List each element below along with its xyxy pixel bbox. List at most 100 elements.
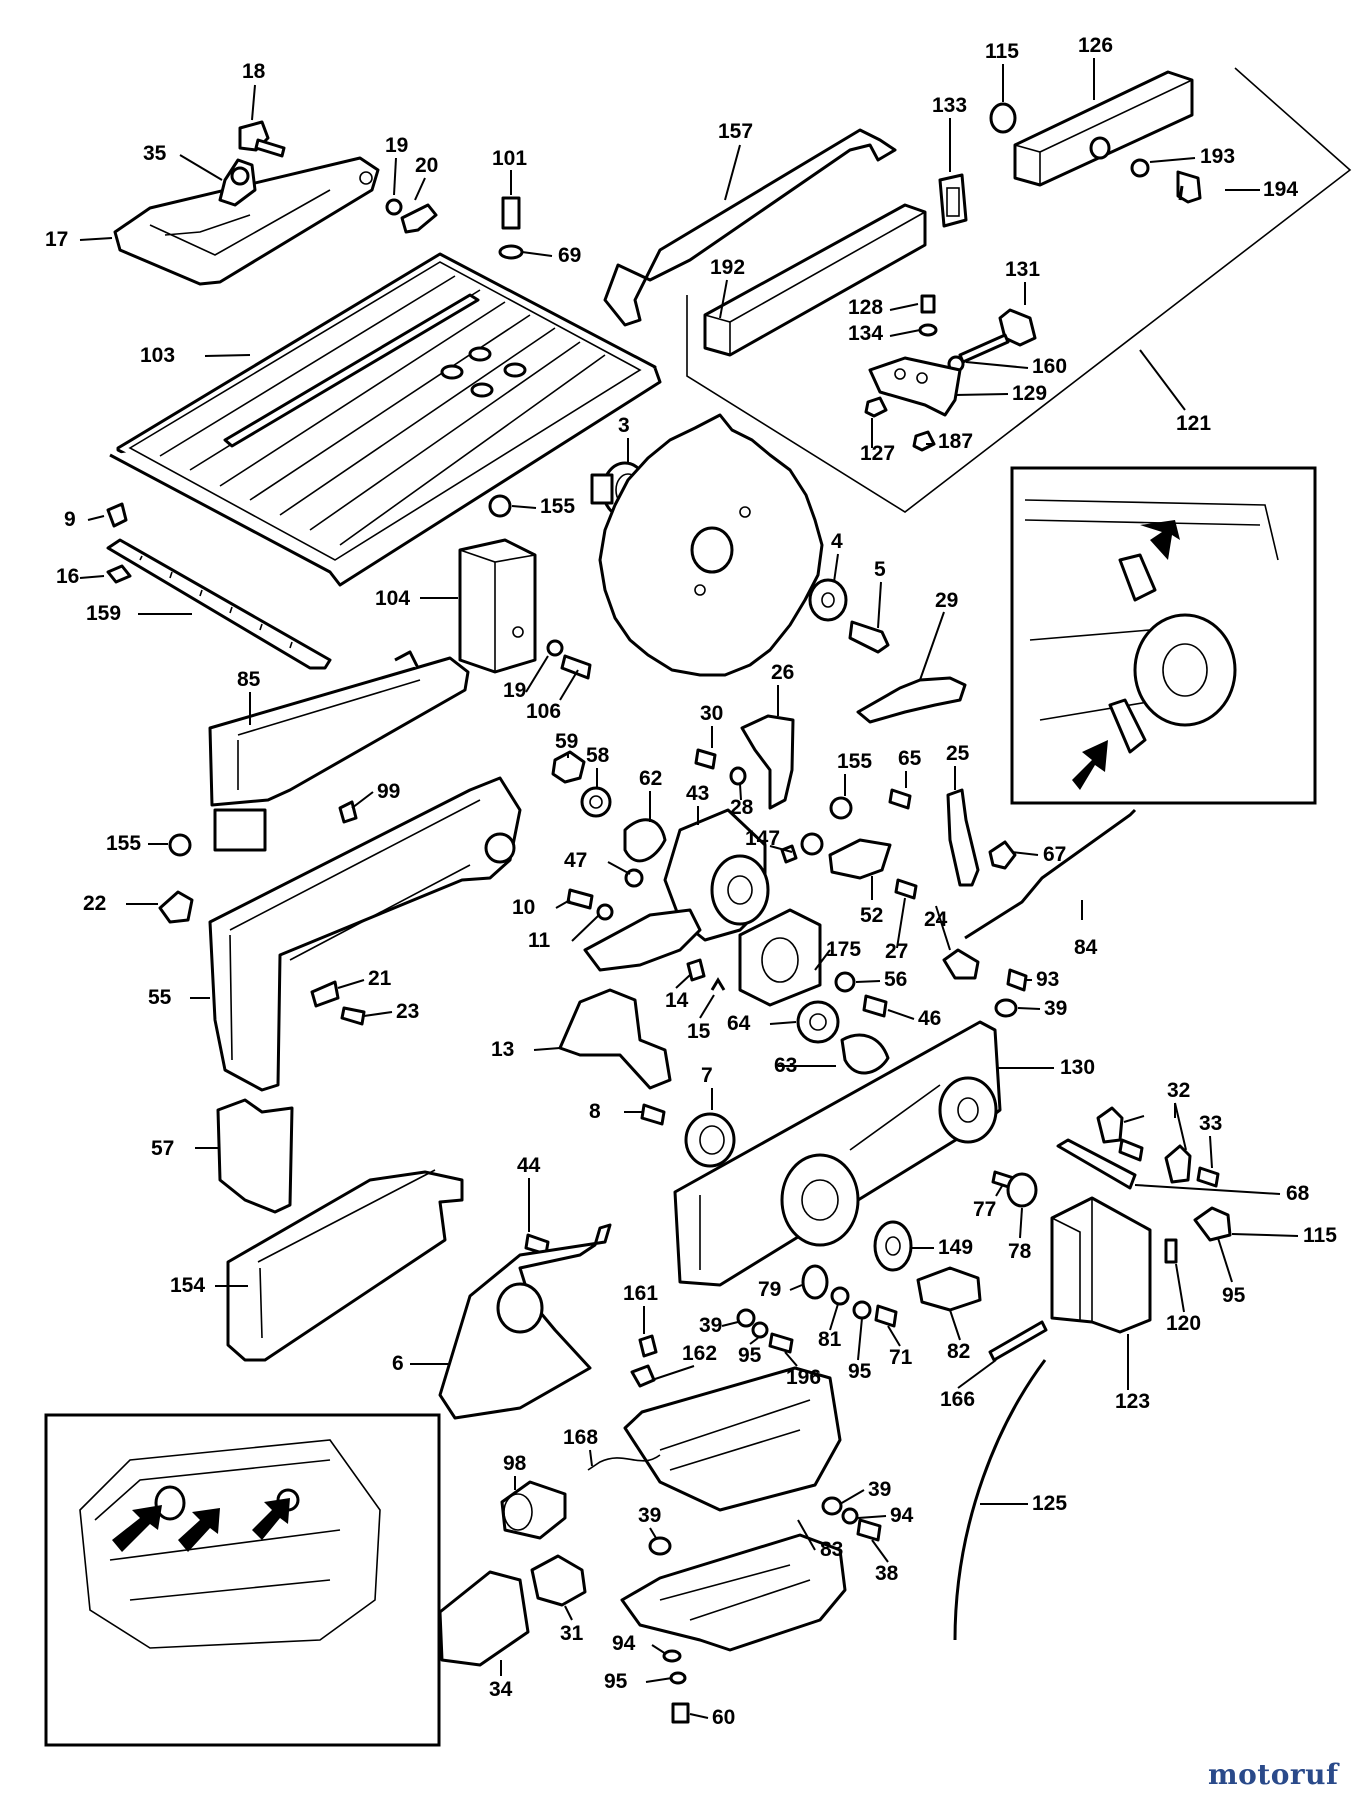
callout-43: 43	[686, 782, 709, 805]
part-outer-flange	[808, 578, 848, 622]
leader-line	[1019, 1207, 1023, 1239]
leader-line	[651, 1365, 695, 1381]
leader-line	[607, 861, 631, 875]
callout-131: 131	[1005, 258, 1040, 281]
callout-16: 16	[56, 565, 79, 588]
callout-19: 19	[385, 134, 408, 157]
leader-line	[887, 1009, 915, 1020]
leader-line	[814, 949, 831, 971]
part-spring	[840, 1033, 890, 1075]
part-screw	[920, 294, 936, 314]
leader-line	[559, 669, 579, 701]
leader-line	[1017, 1007, 1041, 1010]
callout-123: 123	[1115, 1390, 1150, 1413]
arrow-icon	[252, 1498, 290, 1540]
part-power-cable	[953, 1359, 1047, 1641]
part-screw	[640, 1103, 666, 1126]
part-nut	[630, 1364, 656, 1388]
leader-line	[1231, 1233, 1299, 1237]
callout-95: 95	[848, 1360, 872, 1383]
leader-line	[675, 974, 691, 989]
part-washer	[1130, 158, 1150, 178]
leader-line	[571, 915, 599, 942]
part-spring	[988, 840, 1017, 870]
callout-130: 130	[1060, 1056, 1095, 1079]
callout-194: 194	[1263, 178, 1298, 201]
leader-line	[889, 303, 919, 311]
callout-168: 168	[563, 1426, 598, 1449]
part-screw	[874, 1304, 898, 1328]
part-nut	[994, 998, 1018, 1018]
callout-4: 4	[831, 530, 843, 553]
leader-line	[1217, 1237, 1233, 1283]
callout-155: 155	[837, 750, 872, 773]
callout-23: 23	[396, 1000, 419, 1023]
part-washer	[918, 323, 938, 337]
part-washer	[852, 1300, 872, 1320]
part-spring	[623, 818, 667, 863]
callout-95: 95	[738, 1344, 762, 1367]
part-screw	[848, 620, 890, 654]
callout-28: 28	[730, 796, 754, 819]
callout-104: 104	[375, 587, 410, 610]
part-clamp-jaw	[1164, 1144, 1192, 1184]
part-nut	[834, 971, 856, 993]
callout-7: 7	[701, 1064, 713, 1087]
callout-5: 5	[874, 558, 886, 581]
part-screw	[340, 1006, 366, 1026]
part-washer	[830, 1286, 850, 1306]
leader-lines	[79, 58, 1299, 1719]
part-scale	[106, 538, 332, 670]
part-screw	[501, 196, 521, 230]
part-washer	[498, 244, 524, 260]
arrow-icon	[112, 1505, 162, 1552]
leader-line	[414, 177, 426, 201]
leader-line	[251, 84, 256, 121]
callout-125: 125	[1032, 1492, 1067, 1515]
part-clamp-jaw	[1096, 1106, 1124, 1144]
part-dust-chute	[226, 1170, 464, 1362]
part-clip	[710, 977, 726, 991]
leader-line	[689, 1713, 709, 1719]
callout-115: 115	[985, 40, 1019, 63]
part-nut	[864, 396, 888, 418]
callout-106: 106	[526, 700, 561, 723]
leader-line	[525, 655, 549, 693]
inset-detail-top-right	[1010, 466, 1317, 805]
callout-25: 25	[946, 742, 970, 765]
part-bracket	[916, 1266, 982, 1312]
inset-detail-bottom-left	[44, 1413, 441, 1747]
leader-line	[724, 144, 741, 201]
leader-line	[87, 515, 105, 521]
callout-38: 38	[875, 1562, 899, 1585]
callout-161: 161	[623, 1282, 658, 1305]
part-screw	[694, 748, 717, 770]
callout-162: 162	[682, 1342, 717, 1365]
callout-67: 67	[1043, 843, 1066, 866]
leader-line	[1134, 1184, 1281, 1195]
arrow-icon	[1072, 740, 1108, 790]
callout-26: 26	[771, 661, 794, 684]
callout-94: 94	[612, 1632, 636, 1655]
part-lever	[946, 788, 980, 887]
callout-196: 196	[786, 1366, 821, 1389]
leader-line	[749, 1337, 759, 1345]
part-washer	[729, 766, 747, 786]
callout-128: 128	[848, 296, 883, 319]
part-screw	[1118, 1138, 1144, 1162]
callout-8: 8	[589, 1100, 601, 1123]
leader-line	[651, 1644, 667, 1655]
part-capacitor	[500, 1480, 567, 1540]
part-gear-housing	[673, 1020, 1002, 1287]
part-lock-knob	[989, 102, 1017, 134]
callout-93: 93	[1036, 968, 1059, 991]
leader-line	[887, 1325, 901, 1347]
part-switch-cover	[438, 1570, 530, 1667]
callout-29: 29	[935, 589, 958, 612]
part-gear	[873, 1220, 913, 1272]
callout-79: 79	[758, 1278, 781, 1301]
leader-line	[829, 1303, 839, 1331]
callout-39: 39	[699, 1314, 722, 1337]
part-fence-bar	[703, 203, 927, 357]
part-motor	[583, 808, 770, 972]
